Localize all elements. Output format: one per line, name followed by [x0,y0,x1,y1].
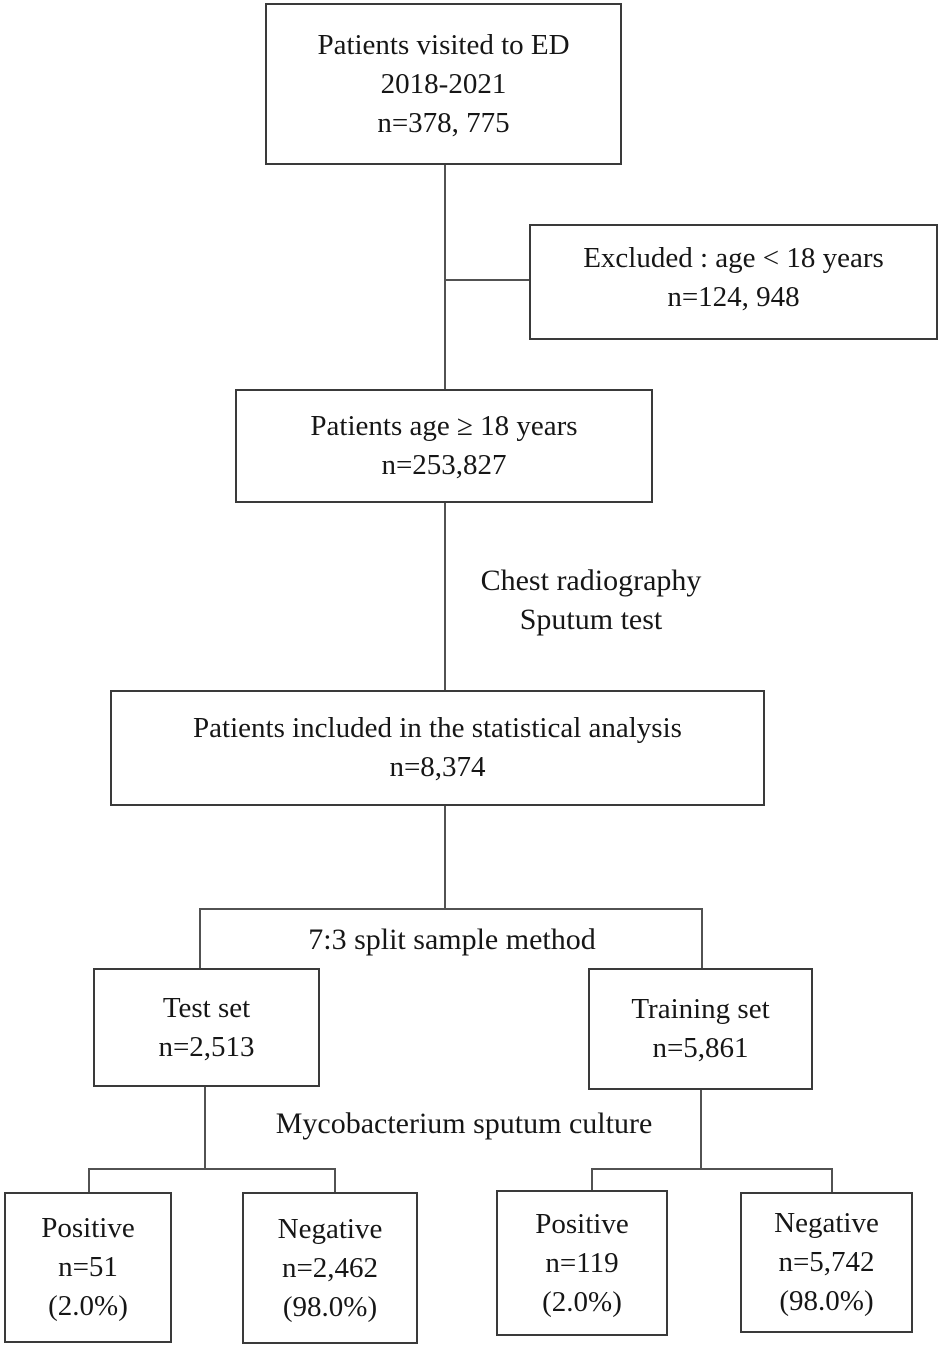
box-line: Positive [41,1212,135,1244]
training-bracket-negative-drop [831,1168,833,1194]
test-bracket-horizontal [88,1168,336,1170]
test-bracket-negative-drop [334,1168,336,1194]
box-line: Positive [535,1207,629,1240]
connector-test-down [204,1087,206,1170]
box-line: (2.0%) [542,1285,622,1318]
connector-age-to-included [444,503,446,691]
box-test-set: Test set n=2,513 [93,968,320,1087]
box-training-negative: Negative n=5,742 (98.0%) [740,1192,913,1333]
training-bracket-horizontal [591,1168,833,1170]
box-line: (98.0%) [779,1285,874,1317]
box-line: n=2,513 [158,1030,255,1063]
box-line: Negative [774,1207,879,1239]
box-line: n=378, 775 [377,106,510,139]
box-line: n=51 [58,1251,118,1283]
split-bracket-right-drop [701,908,703,970]
box-line: Training set [631,993,770,1025]
connector-training-down [700,1090,702,1170]
box-line: n=2,462 [281,1251,379,1284]
test-bracket-positive-drop [88,1168,90,1194]
box-line: (98.0%) [282,1290,378,1323]
box-test-positive: Positive n=51 (2.0%) [4,1192,172,1343]
connector-branch-excluded [445,279,530,281]
box-line: n=124, 948 [667,281,800,313]
label-line: Chest radiography [480,564,702,597]
box-line: Test set [162,991,251,1024]
connector-ed-to-age [444,165,446,389]
label-chest-radiography-sputum-test: Chest radiography Sputum test [441,561,741,639]
box-line: Excluded : age < 18 years [583,242,884,274]
box-line: Patients age ≥ 18 years [310,410,578,442]
box-line: n=8,374 [389,751,486,783]
label-mycobacterium-sputum-culture: Mycobacterium sputum culture [275,1107,653,1140]
box-included-statistical-analysis: Patients included in the statistical ana… [110,690,765,806]
box-training-positive: Positive n=119 (2.0%) [496,1190,668,1336]
box-line: 2018-2021 [380,67,507,100]
label-split-sample-method: 7:3 split sample method [308,923,596,956]
box-patients-visited-ed: Patients visited to ED 2018-2021 n=378, … [265,3,622,165]
label-line: Sputum test [519,603,663,636]
box-excluded: Excluded : age < 18 years n=124, 948 [529,224,938,340]
box-line: Patients visited to ED [317,28,570,61]
box-line: n=5,861 [652,1032,749,1064]
box-patients-age-18: Patients age ≥ 18 years n=253,827 [235,389,653,503]
split-bracket-left-drop [199,908,201,970]
connector-included-to-split [444,806,446,910]
training-bracket-positive-drop [591,1168,593,1192]
split-bracket-horizontal [199,908,703,910]
box-line: Patients included in the statistical ana… [193,712,682,744]
box-training-set: Training set n=5,861 [588,968,813,1090]
box-test-negative: Negative n=2,462 (98.0%) [242,1192,418,1344]
box-line: n=253,827 [381,449,507,481]
box-line: Negative [277,1212,383,1245]
box-line: n=5,742 [778,1246,875,1278]
box-line: n=119 [545,1246,619,1279]
box-line: (2.0%) [48,1290,128,1322]
